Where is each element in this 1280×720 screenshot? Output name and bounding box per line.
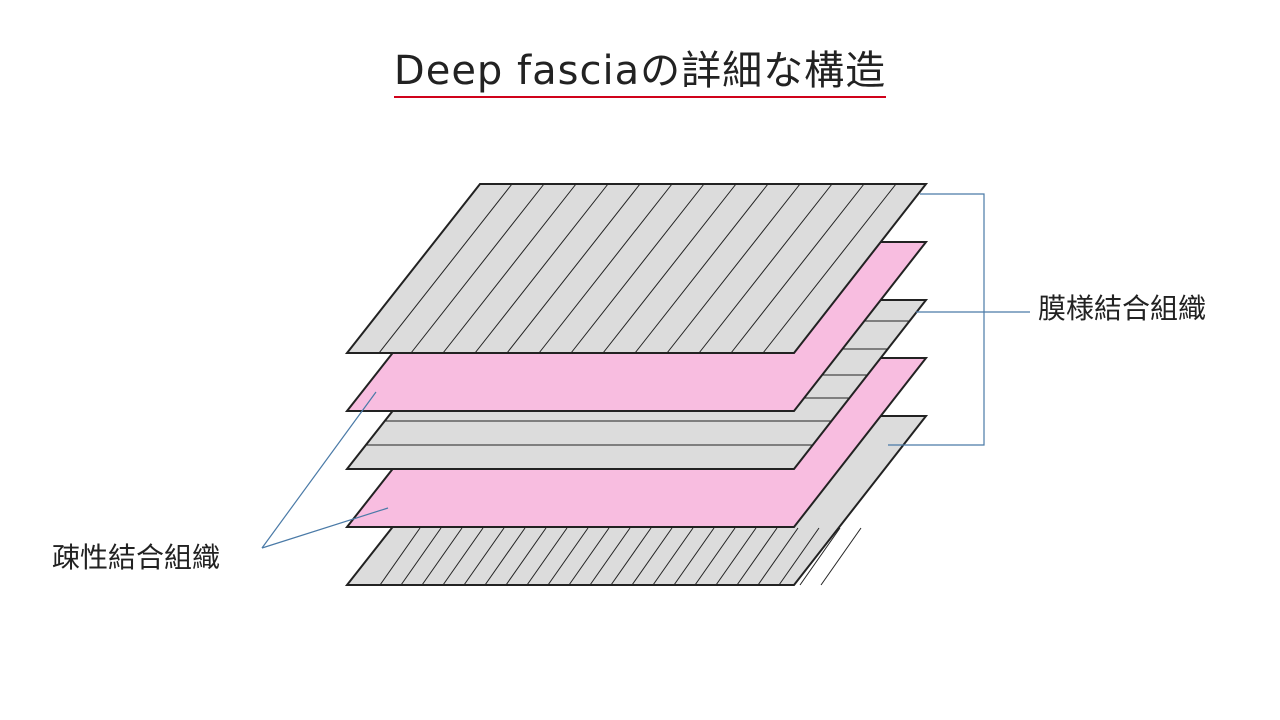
- fiber-line: [666, 183, 801, 354]
- fiber-line: [506, 183, 641, 354]
- layer-membranous-top-sheet: [344, 183, 929, 354]
- fiber-line: [378, 183, 513, 354]
- fiber-line: [694, 527, 736, 586]
- loose-leader: [261, 391, 389, 549]
- fiber-line: [526, 527, 568, 586]
- fiber-line: [570, 183, 705, 354]
- fiber-line: [484, 527, 526, 586]
- fiber-line: [602, 183, 737, 354]
- fiber-line: [652, 527, 694, 586]
- fiber-line: [379, 527, 421, 586]
- slide-title: Deep fasciaの詳細な構造: [393, 48, 887, 98]
- fiber-line: [400, 527, 442, 586]
- fiber-line: [538, 183, 673, 354]
- loose-leader-lower: [261, 507, 389, 549]
- label-membranous-connective-tissue: 膜様結合組織: [1038, 292, 1207, 325]
- fiber-line: [610, 527, 652, 586]
- fiber-line: [820, 527, 862, 586]
- layer-membranous-top-fibers: [378, 183, 897, 354]
- fiber-line: [673, 527, 715, 586]
- membranous-bracket: [888, 193, 985, 446]
- label-loose-connective-tissue: 疎性結合組織: [52, 541, 221, 574]
- fiber-line: [474, 183, 609, 354]
- fiber-line: [631, 527, 673, 586]
- fiber-line: [634, 183, 769, 354]
- fiber-line: [410, 183, 545, 354]
- fiber-line: [778, 527, 820, 586]
- fiber-line: [730, 183, 865, 354]
- fiber-line: [505, 527, 547, 586]
- layer-membranous-bottom-fibers: [379, 527, 862, 586]
- layer-membranous-top: [344, 183, 929, 354]
- fiber-line: [442, 183, 577, 354]
- fiber-line: [762, 183, 897, 354]
- fiber-line: [698, 183, 833, 354]
- fiber-line: [463, 527, 505, 586]
- fiber-line: [715, 527, 757, 586]
- fiber-line: [442, 527, 484, 586]
- fiber-line: [736, 527, 778, 586]
- fiber-line: [589, 527, 631, 586]
- loose-leader-upper: [261, 391, 377, 549]
- fiber-line: [757, 527, 799, 586]
- membranous-leader: [888, 193, 1030, 446]
- fiber-line: [547, 527, 589, 586]
- fiber-line: [421, 527, 463, 586]
- fiber-line: [568, 527, 610, 586]
- fiber-line: [799, 527, 841, 586]
- title-container: Deep fasciaの詳細な構造: [0, 48, 1280, 98]
